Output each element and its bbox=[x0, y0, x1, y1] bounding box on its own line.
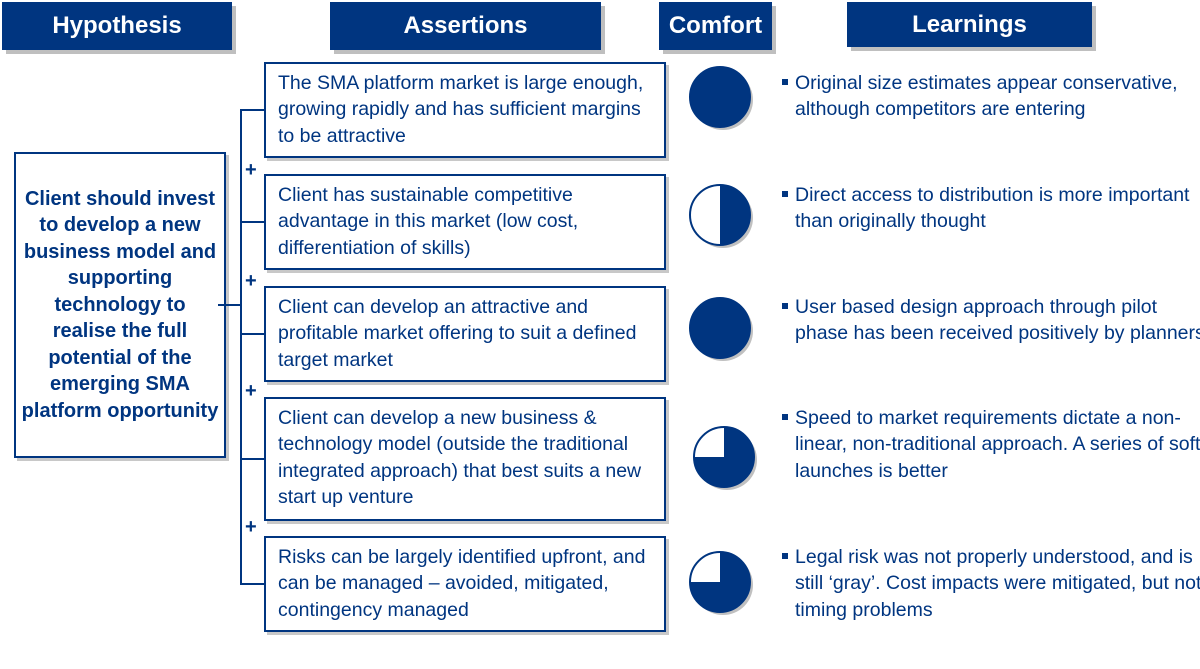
assertion-box: The SMA platform market is large enough,… bbox=[264, 62, 666, 158]
hypothesis-text: Client should invest to develop a new bu… bbox=[21, 187, 219, 422]
learning-item: Original size estimates appear conservat… bbox=[782, 70, 1200, 123]
harvey-fill bbox=[690, 298, 750, 358]
learning-text: Legal risk was not properly understood, … bbox=[795, 546, 1200, 621]
connector-spine bbox=[240, 109, 242, 583]
connector-branch bbox=[240, 333, 264, 335]
header-comfort: Comfort bbox=[659, 2, 772, 50]
learning-item: User based design approach through pilot… bbox=[782, 294, 1200, 347]
header-assertions: Assertions bbox=[330, 2, 601, 50]
harvey-fill bbox=[720, 185, 750, 245]
learning-text: Speed to market requirements dictate a n… bbox=[795, 407, 1200, 482]
harvey-ball-icon bbox=[689, 66, 753, 130]
harvey-ball-icon bbox=[689, 551, 753, 615]
bullet-icon bbox=[782, 191, 788, 197]
plus-icon: + bbox=[245, 380, 257, 402]
harvey-ball-icon bbox=[689, 184, 753, 248]
learning-item: Speed to market requirements dictate a n… bbox=[782, 405, 1200, 484]
harvey-fill bbox=[690, 67, 750, 127]
assertion-box: Risks can be largely identified upfront,… bbox=[264, 536, 666, 632]
plus-icon: + bbox=[245, 270, 257, 292]
harvey-fill bbox=[690, 552, 750, 612]
learning-item: Legal risk was not properly understood, … bbox=[782, 544, 1200, 623]
connector-branch bbox=[240, 221, 264, 223]
hypothesis-box: Client should invest to develop a new bu… bbox=[14, 152, 226, 458]
bullet-icon bbox=[782, 553, 788, 559]
harvey-ball-icon bbox=[693, 426, 757, 490]
harvey-ball-icon bbox=[689, 297, 753, 361]
assertion-box: Client can develop a new business & tech… bbox=[264, 397, 666, 521]
header-learnings: Learnings bbox=[847, 2, 1092, 47]
learning-text: Original size estimates appear conservat… bbox=[795, 72, 1178, 121]
connector-branch bbox=[240, 109, 264, 111]
learning-text: Direct access to distribution is more im… bbox=[795, 184, 1190, 233]
assertion-box: Client can develop an attractive and pro… bbox=[264, 286, 666, 382]
assertion-box: Client has sustainable competitive advan… bbox=[264, 174, 666, 270]
header-hypothesis: Hypothesis bbox=[2, 2, 232, 50]
learning-item: Direct access to distribution is more im… bbox=[782, 182, 1200, 235]
bullet-icon bbox=[782, 414, 788, 420]
bullet-icon bbox=[782, 79, 788, 85]
harvey-fill bbox=[694, 427, 754, 487]
learning-text: User based design approach through pilot… bbox=[795, 296, 1200, 345]
bullet-icon bbox=[782, 303, 788, 309]
plus-icon: + bbox=[245, 516, 257, 538]
connector-trunk bbox=[218, 304, 242, 306]
plus-icon: + bbox=[245, 159, 257, 181]
connector-branch bbox=[240, 583, 264, 585]
connector-branch bbox=[240, 458, 264, 460]
